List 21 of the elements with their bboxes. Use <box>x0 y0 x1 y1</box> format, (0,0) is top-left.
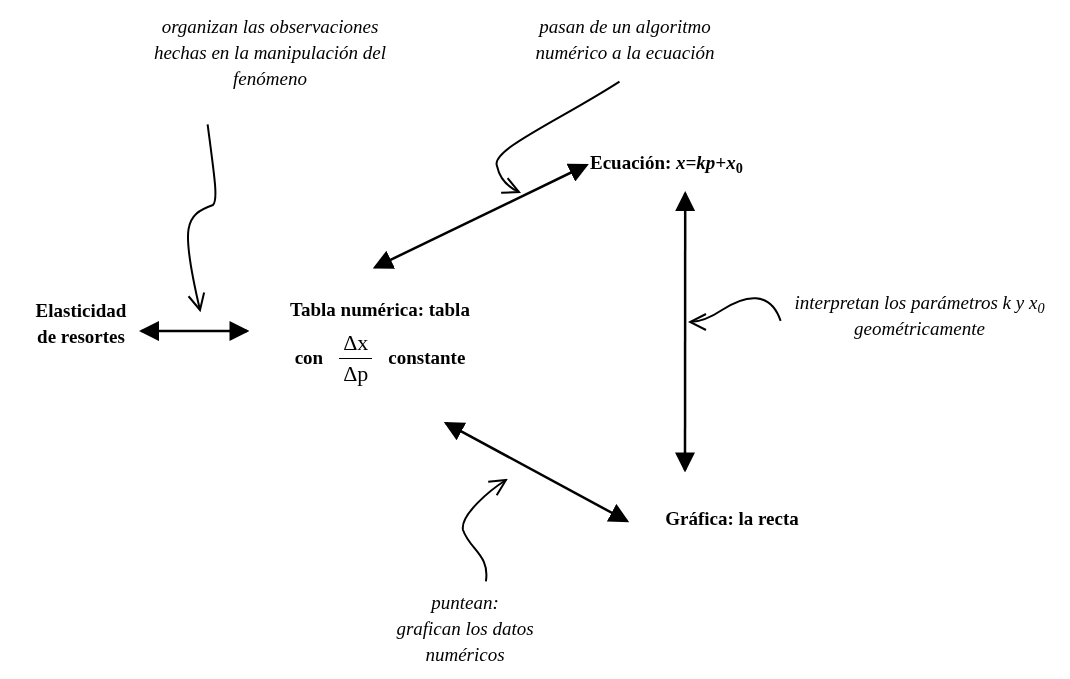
double-arrow <box>139 321 250 342</box>
concept-label: Tabla numérica: tabla <box>290 298 470 322</box>
fraction-numerator: Δx <box>339 328 373 359</box>
annotation-text: puntean: <box>431 591 499 615</box>
leader-arrow <box>461 479 507 583</box>
concept-label: Gráfica: la recta <box>632 506 832 536</box>
annotation-text: grafican los datos numéricos <box>395 617 535 667</box>
leader-arrow <box>186 123 217 311</box>
fraction-denominator: Δp <box>342 360 370 388</box>
double-arrow <box>372 163 589 269</box>
concept-label: Ecuación: x=kp+x$_{0}$ <box>590 150 760 180</box>
concept-label: constante <box>388 346 466 371</box>
annotation-text: pasan de un algoritmo numérico a la ecuación <box>505 14 745 76</box>
leader-arrow <box>495 80 621 194</box>
double-arrow <box>675 191 696 473</box>
leader-arrow <box>689 297 782 331</box>
annotation-text: organizan las observaciones hechas en la manipulación del fenómeno <box>150 14 390 110</box>
concept-label: Elasticidad de resortes <box>25 298 137 356</box>
annotation-text: interpretan los parámetros k y x$_{0}$ geométricamente <box>782 290 1057 346</box>
double-arrow <box>443 422 630 523</box>
concept-label: con <box>294 346 324 371</box>
